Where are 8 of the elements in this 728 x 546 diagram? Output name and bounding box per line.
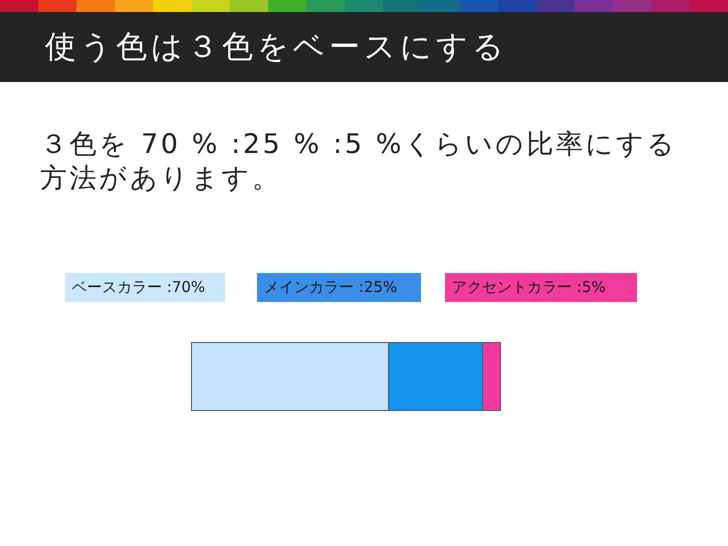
legend-entry: アクセントカラー :5% bbox=[445, 273, 637, 302]
title: 使う色は３色をベースにする bbox=[45, 28, 508, 67]
body-text: ３色を 70 % :25 % :5 %くらいの比率にする方法があります。 bbox=[40, 128, 678, 196]
legend-entry: メインカラー :25% bbox=[257, 273, 421, 302]
legend-entry: ベースカラー :70% bbox=[65, 273, 225, 302]
bar-segment bbox=[482, 342, 501, 411]
bar-segment bbox=[191, 342, 389, 411]
bar-segment bbox=[388, 342, 483, 411]
